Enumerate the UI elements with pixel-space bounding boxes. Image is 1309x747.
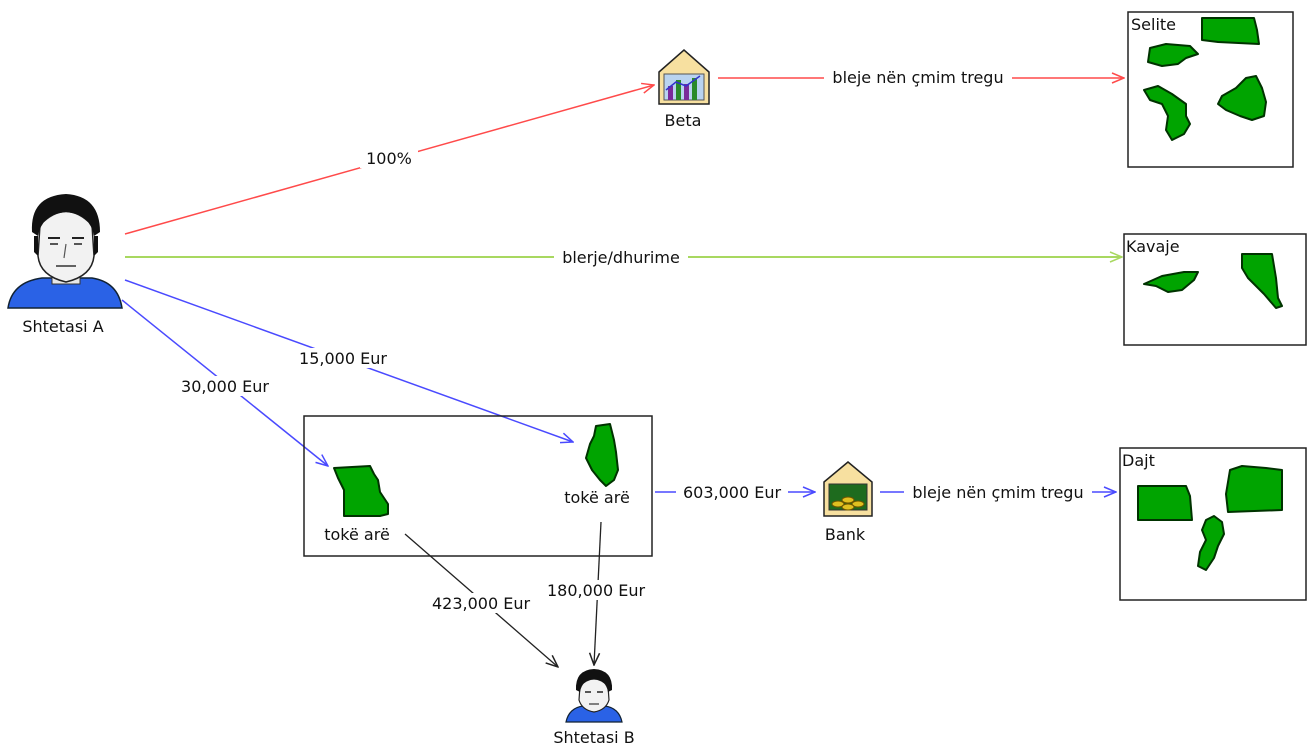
beta-company-icon[interactable] — [658, 49, 710, 105]
edge-label-a-to-land-left: 30,000 Eur — [175, 376, 275, 396]
land-left-label: tokë arë — [324, 525, 390, 544]
land-right-label: tokë arë — [564, 488, 630, 507]
edge-label-land-right-to-b: 180,000 Eur — [540, 580, 652, 600]
edge-label-land-left-to-b: 423,000 Eur — [424, 593, 538, 613]
land-left-icon[interactable] — [333, 465, 389, 517]
kavaje-label: Kavaje — [1126, 237, 1180, 256]
edge-label-text: 30,000 Eur — [181, 377, 269, 396]
person-a-icon[interactable] — [7, 194, 123, 309]
edge-label-beta-to-selite: bleje nën çmim tregu — [824, 67, 1012, 87]
edge-label-text: 100% — [366, 149, 412, 168]
edge-label-text: 423,000 Eur — [432, 594, 531, 613]
edge-label-a-to-kavaje: blerje/dhurime — [554, 246, 688, 267]
edge-label-text: bleje nën çmim tregu — [832, 68, 1003, 87]
land-right-icon[interactable] — [585, 423, 619, 487]
land-parcels-box[interactable] — [303, 415, 653, 557]
edge-label-text: blerje/dhurime — [562, 248, 680, 267]
edge-label-a-to-land-right: 15,000 Eur — [298, 348, 388, 368]
dajt-parcels — [1137, 465, 1283, 571]
selite-label: Selite — [1131, 15, 1176, 34]
dajt-label: Dajt — [1122, 451, 1155, 470]
beta-label: Beta — [665, 111, 702, 130]
edge-label-text: 180,000 Eur — [547, 581, 646, 600]
bank-label: Bank — [825, 525, 866, 544]
edge-label-bank-to-dajt: bleje nën çmim tregu — [904, 482, 1092, 502]
edge-label-a-to-beta: 100% — [360, 148, 418, 168]
person-a-label: Shtetasi A — [22, 317, 103, 336]
person-b-icon[interactable] — [565, 669, 623, 723]
person-b-label: Shtetasi B — [553, 728, 634, 747]
edge-label-text: 15,000 Eur — [299, 349, 387, 368]
selite-parcels — [1143, 17, 1267, 141]
edge-label-text: 603,000 Eur — [683, 483, 782, 502]
kavaje-parcels — [1143, 253, 1283, 309]
edge-label-land-to-bank: 603,000 Eur — [676, 482, 788, 502]
bank-icon[interactable] — [823, 461, 873, 517]
edge-label-text: bleje nën çmim tregu — [912, 483, 1083, 502]
